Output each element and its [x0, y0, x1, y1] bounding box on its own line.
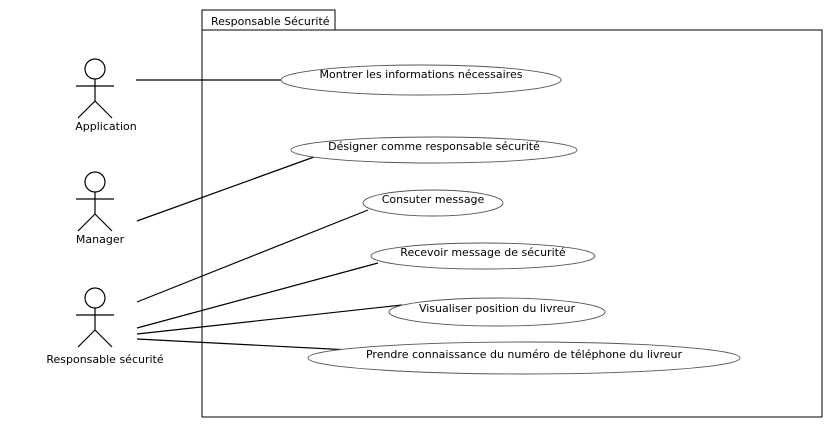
actor-label: Responsable sécurité	[46, 353, 164, 366]
stick-figure-icon	[76, 58, 114, 119]
association-line	[136, 156, 315, 222]
actor-label: Manager	[76, 233, 125, 246]
use-case-label: Recevoir message de sécurité	[400, 246, 566, 259]
actor-application: Application	[75, 58, 137, 133]
actor-label: Application	[75, 120, 136, 133]
association-line	[136, 304, 403, 335]
use-case-label: Prendre connaissance du numéro de téléph…	[366, 348, 683, 361]
association-line	[136, 209, 369, 303]
association-line	[136, 338, 351, 351]
use-case-recevoir-message: Recevoir message de sécurité	[370, 242, 596, 270]
use-case-label: Visualiser position du livreur	[419, 302, 576, 315]
use-case-prendre-connaissance: Prendre connaissance du numéro de téléph…	[307, 341, 741, 375]
system-name: Responsable Sécurité	[211, 15, 330, 28]
actor-manager: Manager	[76, 171, 125, 246]
use-case-visualiser-position: Visualiser position du livreur	[388, 297, 606, 327]
use-case-label: Consuter message	[382, 193, 485, 206]
use-case-designer-responsable: Désigner comme responsable sécurité	[290, 136, 578, 164]
associations	[136, 79, 403, 351]
actor-responsable-securite: Responsable sécurité	[46, 287, 164, 366]
use-case-montrer-informations: Montrer les informations nécessaires	[280, 64, 562, 96]
system-boundary: Responsable Sécurité	[201, 9, 823, 418]
stick-figure-icon	[76, 287, 114, 348]
stick-figure-icon	[76, 171, 114, 232]
use-case-consulter-message: Consuter message	[362, 189, 504, 217]
use-case-label: Désigner comme responsable sécurité	[328, 140, 540, 153]
association-line	[136, 262, 379, 329]
use-case-label: Montrer les informations nécessaires	[320, 68, 523, 81]
